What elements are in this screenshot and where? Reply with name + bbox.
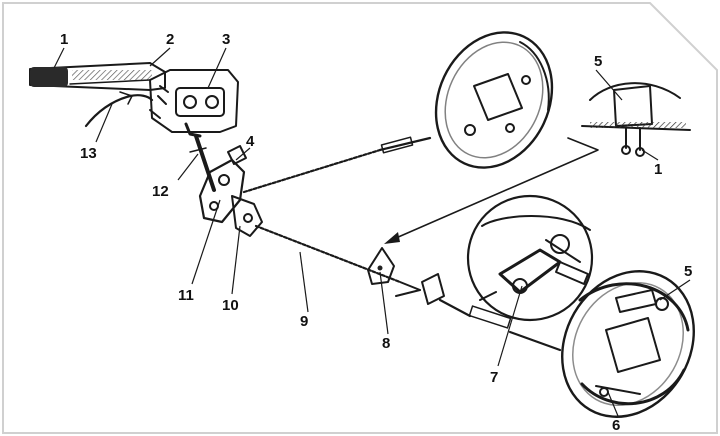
cable-to-upper-drum — [242, 136, 432, 194]
callout-3-housing: 3 — [222, 31, 230, 48]
cable-connector — [395, 273, 562, 352]
equalizer-assembly — [198, 145, 263, 237]
callout-5-top-detail: 5 — [594, 53, 602, 70]
callout-1-lever-grip: 1 — [60, 31, 68, 48]
callout-11-bracket: 11 — [178, 287, 194, 304]
detail-arrow — [384, 137, 599, 244]
magnified-view — [466, 194, 594, 322]
cable-bracket — [367, 247, 395, 285]
callout-5-lower-plate: 5 — [684, 263, 692, 280]
hand-lever — [29, 62, 166, 91]
detail-inset-top — [581, 82, 691, 157]
callout-9-rear-cable: 9 — [300, 313, 308, 330]
callout-4-equalizer: 4 — [246, 133, 255, 150]
front-rod — [189, 134, 216, 192]
callout-7-strut: 7 — [490, 369, 498, 386]
leader-lines — [53, 47, 691, 417]
rear-cable — [254, 224, 421, 291]
callout-8-bracket: 8 — [382, 335, 390, 352]
callout-12-front-rod: 12 — [152, 183, 169, 200]
callout-1-top-detail: 1 — [654, 161, 662, 178]
callout-13-wire: 13 — [80, 145, 97, 162]
upper-brake-plate — [434, 31, 554, 169]
lever-grip — [30, 67, 68, 87]
lower-brake-plate — [561, 270, 695, 418]
callout-labels: 1 2 3 4 5 1 12 13 11 10 9 8 7 5 6 — [60, 31, 692, 434]
callout-10-lever: 10 — [222, 297, 239, 314]
callout-2-lever: 2 — [166, 31, 174, 48]
callout-6-shoe: 6 — [612, 417, 620, 434]
